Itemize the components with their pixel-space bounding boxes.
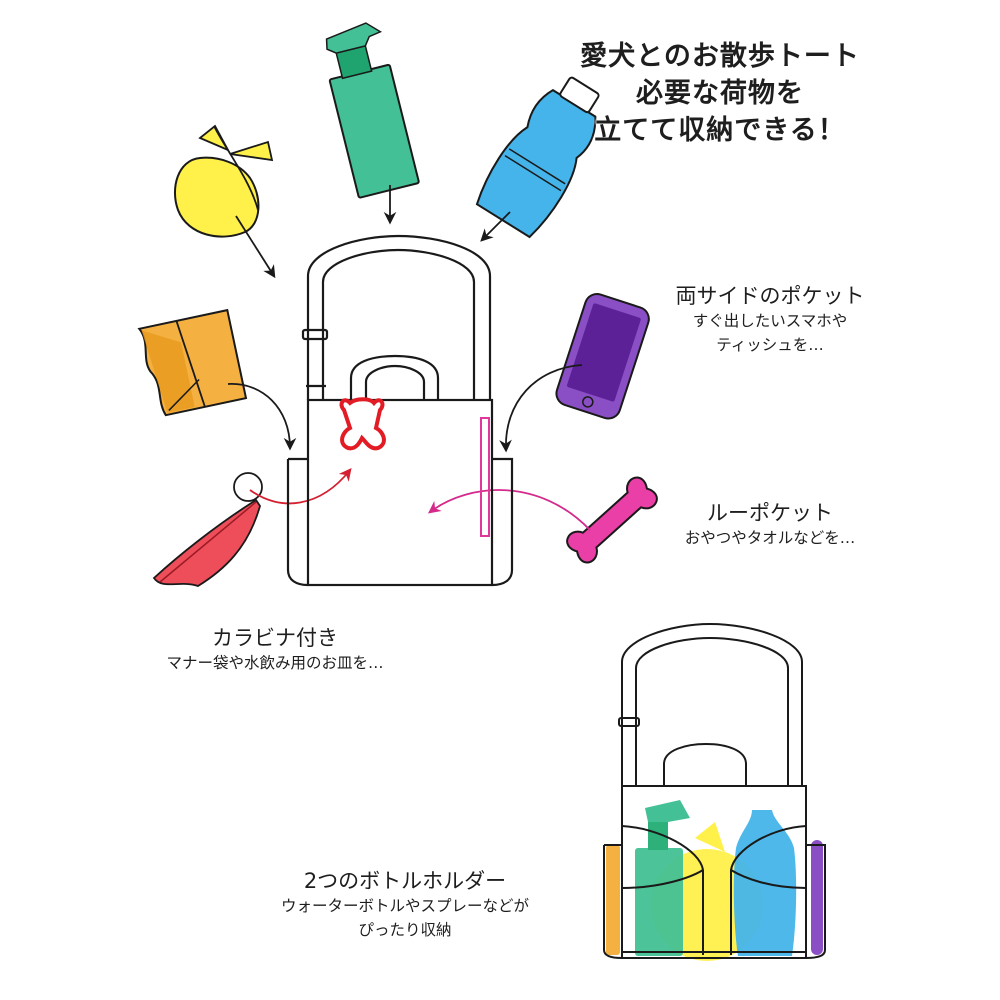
folding-water-dish-icon — [152, 468, 352, 587]
feature-desc: すぐ出したいスマホや — [692, 312, 848, 330]
spray-bottle-icon — [325, 22, 420, 225]
headline-line-2: 必要な荷物を — [636, 78, 804, 109]
headline-line-3: 立てて収納できる！ — [594, 115, 846, 146]
main-tote-bag-illustration — [286, 234, 514, 587]
water-bottle-icon — [475, 76, 600, 242]
feature-title: 2つのボトルホルダー — [303, 869, 507, 893]
feature-bottle-holders: 2つのボトルホルダー ウォーターボトルやスプレーなどが ぴったり収納 — [235, 868, 575, 942]
headline: 愛犬とのお散歩トート 必要な荷物を 立てて収納できる！ — [560, 38, 880, 149]
feature-title: カラビナ付き — [212, 626, 338, 650]
feature-side-pockets: 両サイドのポケット すぐ出したいスマホや ティッシュを… — [640, 283, 900, 357]
feature-title: ルーポケット — [707, 501, 833, 525]
feature-desc: ティッシュを… — [716, 336, 824, 354]
tote-bag-with-bottles-illustration — [603, 622, 826, 961]
feature-desc: マナー袋や水飲み用のお皿を… — [166, 654, 384, 672]
feature-desc: おやつやタオルなどを… — [684, 529, 856, 547]
smartphone-icon — [499, 293, 650, 453]
headline-line-1: 愛犬とのお散歩トート — [580, 41, 860, 72]
feature-desc: ぴったり収納 — [358, 921, 452, 939]
feature-carabiner: カラビナ付き マナー袋や水飲み用のお皿を… — [130, 625, 420, 675]
bone-carabiner-icon — [339, 397, 386, 451]
feature-title: 両サイドのポケット — [675, 284, 865, 308]
feature-desc: ウォーターボトルやスプレーなどが — [280, 897, 529, 915]
loop-pocket-marker — [480, 417, 490, 537]
feature-loop-pocket: ルーポケット おやつやタオルなどを… — [640, 500, 900, 550]
dog-bone-treat-icon — [566, 476, 658, 564]
manner-bag-icon — [174, 124, 276, 279]
tissue-pack-icon — [137, 308, 297, 451]
